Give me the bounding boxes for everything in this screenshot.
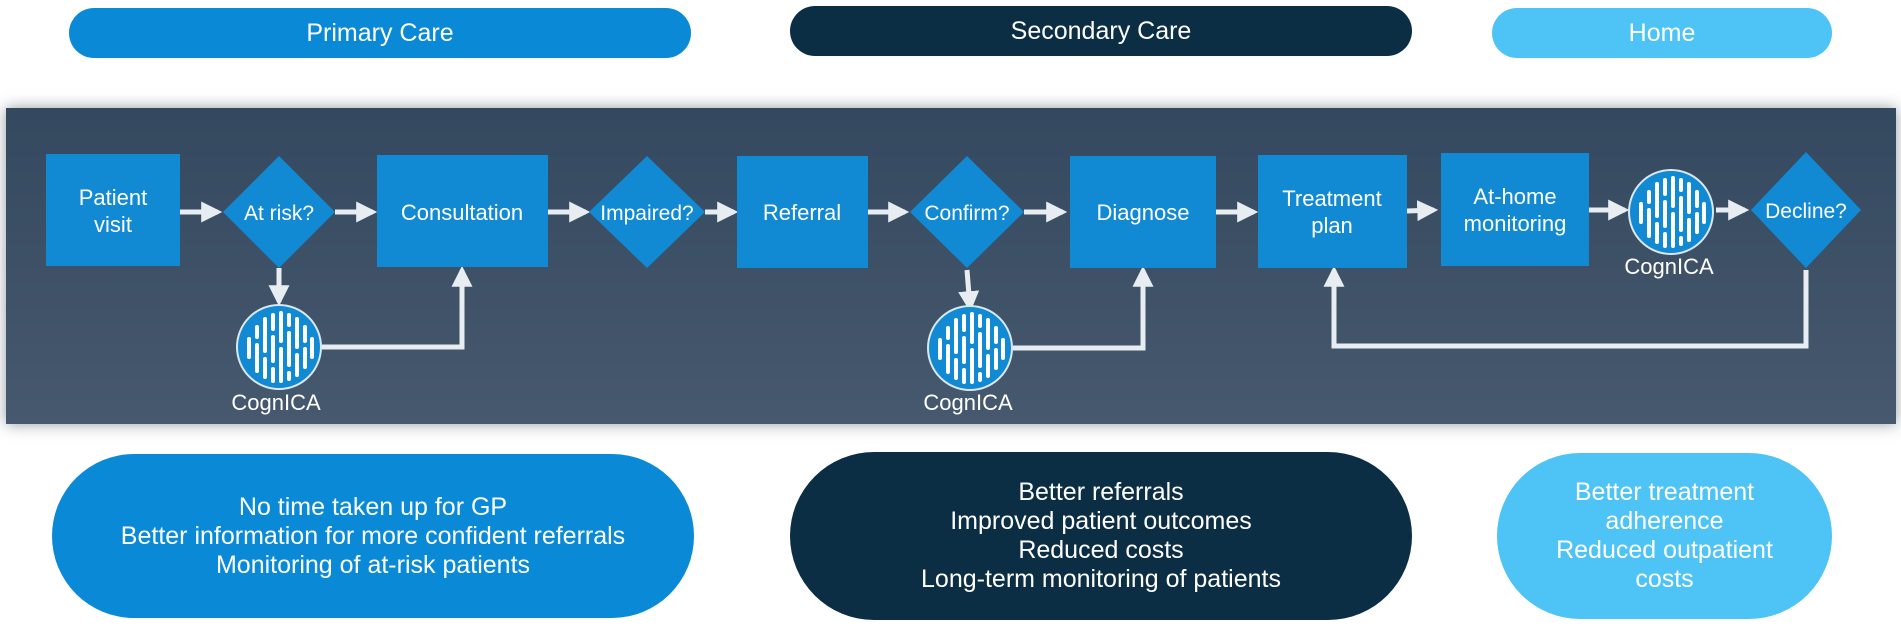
svg-text:At risk?: At risk?	[244, 202, 314, 225]
node-consultation: Consultation	[377, 155, 548, 267]
node-patient-visit: Patient visit	[46, 154, 180, 266]
home-benefits: Better treatment adherence Reduced outpa…	[1497, 453, 1832, 619]
svg-text:plan: plan	[1311, 213, 1353, 238]
svg-text:Consultation: Consultation	[401, 200, 523, 225]
node-at-home-monitoring: At-home monitoring	[1441, 153, 1589, 266]
cognica-logo-icon: CognICA	[923, 304, 1014, 415]
secondary-care-benefits: Better referrals Improved patient outcom…	[790, 452, 1412, 620]
node-referral: Referral	[737, 156, 868, 268]
benefit-line: Better information for more confident re…	[120, 521, 626, 550]
svg-text:visit: visit	[94, 212, 132, 237]
svg-text:Confirm?: Confirm?	[924, 202, 1009, 225]
benefit-line: Reduced costs	[1018, 536, 1184, 564]
benefit-line: Better treatment	[1574, 478, 1755, 506]
svg-text:CognICA: CognICA	[231, 390, 321, 415]
home-header: Home	[1492, 8, 1832, 58]
benefit-line: costs	[1635, 565, 1694, 593]
arrow-treatment-to-homemonitoring	[1406, 200, 1439, 222]
arrow-confirm-to-cognica	[958, 269, 980, 313]
svg-text:At-home: At-home	[1473, 184, 1556, 209]
svg-text:Impaired?: Impaired?	[600, 202, 693, 225]
benefit-line: Better referrals	[1018, 478, 1184, 506]
primary-care-header: Primary Care	[69, 8, 691, 58]
node-treatment-plan: Treatment plan	[1258, 155, 1407, 268]
primary-care-benefits: No time taken up for GP Better informati…	[52, 454, 694, 618]
svg-text:Patient: Patient	[79, 185, 148, 210]
node-diagnose: Diagnose	[1070, 156, 1216, 268]
svg-text:Treatment: Treatment	[1282, 186, 1381, 211]
arrow-cognica-to-consultation	[322, 265, 473, 350]
benefit-line: No time taken up for GP	[238, 492, 508, 521]
cognica-logo-icon: CognICA	[231, 303, 323, 415]
node-decline: Decline?	[1751, 152, 1861, 268]
cognica-logo-icon: CognICA	[1624, 168, 1715, 279]
node-confirm: Confirm?	[910, 156, 1024, 268]
arrow-cognica-to-diagnose	[1013, 265, 1154, 351]
svg-text:Decline?: Decline?	[1765, 200, 1847, 223]
svg-text:CognICA: CognICA	[1624, 254, 1714, 279]
benefit-line: Long-term monitoring of patients	[921, 565, 1281, 593]
svg-text:CognICA: CognICA	[923, 390, 1013, 415]
node-at-risk: At risk?	[223, 156, 335, 268]
benefit-line: Monitoring of at-risk patients	[215, 550, 531, 579]
node-impaired: Impaired?	[589, 156, 705, 268]
secondary-care-header: Secondary Care	[790, 6, 1412, 56]
svg-text:Diagnose: Diagnose	[1097, 200, 1190, 225]
svg-text:monitoring: monitoring	[1464, 211, 1567, 236]
benefit-line: adherence	[1605, 507, 1724, 535]
svg-text:Referral: Referral	[763, 200, 841, 225]
benefit-line: Improved patient outcomes	[950, 507, 1252, 535]
benefit-line: Reduced outpatient	[1556, 536, 1773, 564]
arrow-decline-to-treatment	[1323, 265, 1809, 349]
